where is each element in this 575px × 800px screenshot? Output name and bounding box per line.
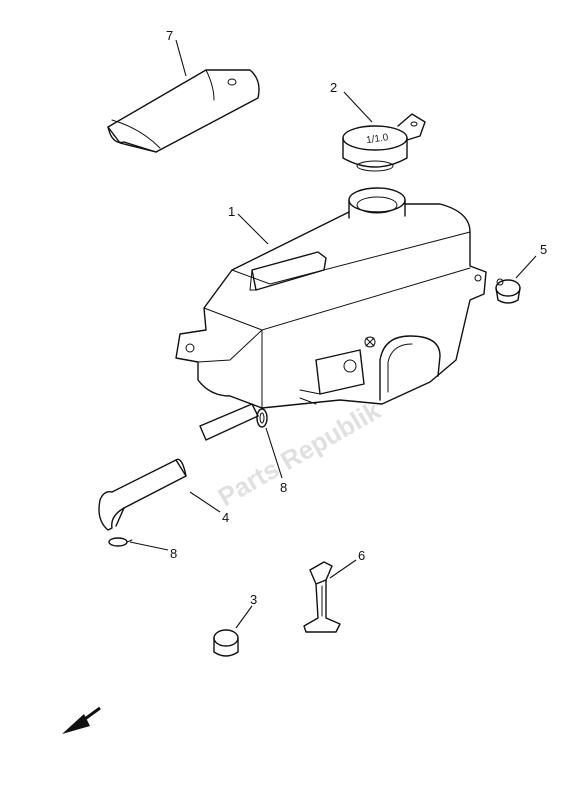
callout-7: 7 [166, 28, 173, 43]
callout-labels: 7 2 1 5 8 4 8 6 3 [166, 28, 547, 607]
cap-marking: 1/1.0 [366, 132, 390, 146]
watermark: Parts Republik [213, 395, 386, 512]
front-direction-arrow-icon [62, 706, 101, 734]
callout-8-upper: 8 [280, 480, 287, 495]
part-8-clip-lower [108, 537, 133, 547]
part-6-bracket [303, 561, 341, 633]
callout-2: 2 [330, 80, 337, 95]
part-7-tool-bag [107, 69, 260, 153]
callout-8-lower: 8 [170, 546, 177, 561]
part-1-oil-tank [175, 187, 487, 409]
part-4-hose [98, 403, 259, 531]
part-2-oil-tank-cap: 1/1.0 [342, 113, 426, 172]
leader-lines [129, 39, 537, 629]
callout-1: 1 [228, 204, 235, 219]
part-8-clip-upper [256, 408, 268, 428]
callout-5: 5 [540, 242, 547, 257]
part-3-plug [213, 629, 239, 657]
part-5-grommet [495, 278, 521, 304]
callout-4: 4 [222, 510, 229, 525]
callout-3: 3 [250, 592, 257, 607]
callout-6: 6 [358, 548, 365, 563]
